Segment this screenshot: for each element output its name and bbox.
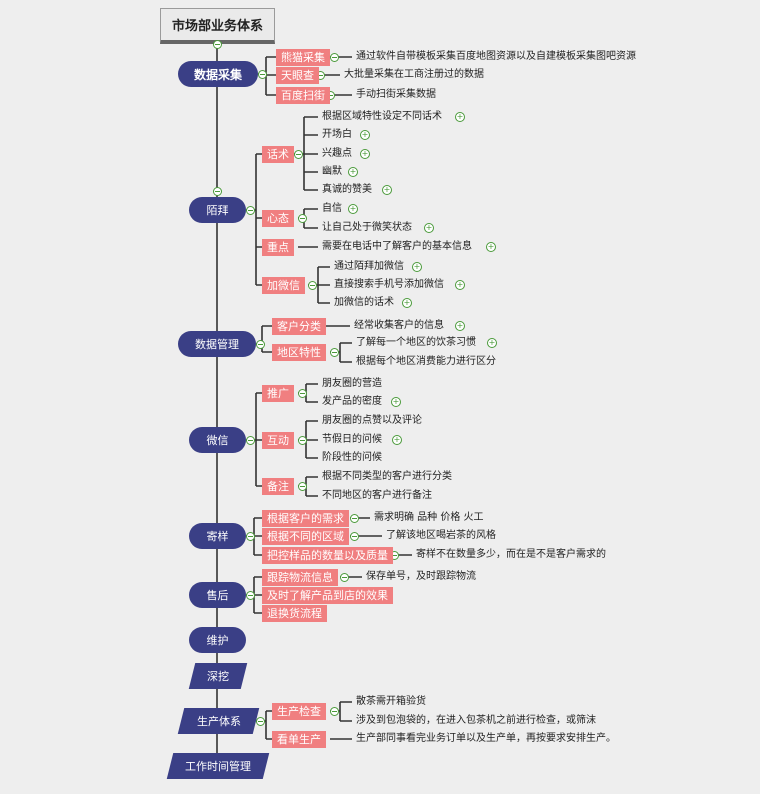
tag-promotion[interactable]: 推广 [262,385,294,402]
tag-return-process[interactable]: 退换货流程 [262,605,327,622]
expand-plus-icon[interactable]: + [402,298,412,308]
collapse-icon[interactable] [213,187,222,196]
leaf-customer-need: 需求明确 品种 价格 火工 [374,512,484,523]
collapse-icon[interactable] [246,436,255,445]
leaf-tianyancha: 大批量采集在工商注册过的数据 [344,69,484,80]
leaf-remark: 根据不同类型的客户进行分类 [322,471,452,482]
collapse-icon[interactable] [330,707,339,716]
collapse-icon[interactable] [246,532,255,541]
expand-plus-icon[interactable]: + [391,397,401,407]
leaf-add-wechat: 加微信的话术 [334,297,394,308]
leaf-customer-classify: 经常收集客户的信息 [354,320,444,331]
expand-plus-icon[interactable]: + [487,338,497,348]
leaf-region-feature: 根据每个地区消费能力进行区分 [356,356,496,367]
collapse-icon[interactable] [298,389,307,398]
tag-remark[interactable]: 备注 [262,478,294,495]
leaf-baidu-street: 手动扫街采集数据 [356,89,436,100]
leaf-mindset: 自信 [322,203,342,214]
topic-wechat[interactable]: 微信 [189,427,246,453]
leaf-promotion: 朋友圈的营造 [322,378,382,389]
collapse-icon[interactable] [340,573,349,582]
leaf-promotion: 发产品的密度 [322,396,382,407]
topic-after-sale[interactable]: 售后 [189,582,246,608]
tag-mindset[interactable]: 心态 [262,210,294,227]
leaf-production-inspect: 散茶需开箱验货 [356,696,426,707]
collapse-icon[interactable] [350,514,359,523]
collapse-icon[interactable] [294,150,303,159]
topic-maintain[interactable]: 维护 [189,627,246,653]
tag-talk[interactable]: 话术 [262,146,294,163]
leaf-focus: 需要在电话中了解客户的基本信息 [322,241,472,252]
leaf-mindset: 让自己处于微笑状态 [322,222,412,233]
root-topic[interactable]: 市场部业务体系 [160,8,275,44]
collapse-icon[interactable] [298,214,307,223]
collapse-icon[interactable] [350,532,359,541]
expand-plus-icon[interactable]: + [455,321,465,331]
collapse-icon[interactable] [246,206,255,215]
topic-data-mgmt[interactable]: 数据管理 [178,331,256,357]
collapse-icon[interactable] [246,591,255,600]
collapse-icon[interactable] [298,436,307,445]
leaf-panda-collect: 通过软件自带模板采集百度地图资源以及自建模板采集图吧资源 [356,51,636,62]
expand-plus-icon[interactable]: + [455,112,465,122]
collapse-icon[interactable] [308,281,317,290]
tag-production-inspect[interactable]: 生产检查 [272,703,326,720]
expand-plus-icon[interactable]: + [348,167,358,177]
tag-product-effect[interactable]: 及时了解产品到店的效果 [262,587,393,604]
leaf-talk: 兴趣点 [322,148,352,159]
tag-tianyancha[interactable]: 天眼查 [276,67,319,84]
tag-sample-quality[interactable]: 把控样品的数量以及质量 [262,547,393,564]
tag-customer-classify[interactable]: 客户分类 [272,318,326,335]
collapse-icon[interactable] [330,53,339,62]
leaf-sample-quality: 寄样不在数量多少，而在是不是客户需求的 [416,549,606,560]
leaf-talk: 根据区域特性设定不同话术 [322,111,442,122]
leaf-interaction: 阶段性的问候 [322,452,382,463]
leaf-production-inspect: 涉及到包泡袋的，在进入包茶机之前进行检查，或筛沫 [356,715,596,726]
collapse-icon[interactable] [298,482,307,491]
root-title: 市场部业务体系 [171,19,263,34]
tag-region-feature[interactable]: 地区特性 [272,344,326,361]
tag-add-wechat[interactable]: 加微信 [262,277,305,294]
collapse-icon[interactable] [330,348,339,357]
collapse-icon[interactable] [256,340,265,349]
expand-plus-icon[interactable]: + [348,204,358,214]
expand-plus-icon[interactable]: + [455,280,465,290]
leaf-remark: 不同地区的客户进行备注 [322,490,432,501]
leaf-region-feature: 了解每一个地区的饮茶习惯 [356,337,476,348]
expand-plus-icon[interactable]: + [392,435,402,445]
tag-panda-collect[interactable]: 熊猫采集 [276,49,330,66]
topic-dig-deep[interactable]: 深挖 [188,663,248,689]
leaf-interaction: 节假日的问候 [322,434,382,445]
tag-track-logistics[interactable]: 跟踪物流信息 [262,569,338,586]
topic-time-mgmt[interactable]: 工作时间管理 [166,753,270,779]
expand-plus-icon[interactable]: + [382,185,392,195]
leaf-add-wechat: 通过陌拜加微信 [334,261,404,272]
leaf-talk: 幽默 [322,166,342,177]
leaf-interaction: 朋友圈的点赞以及评论 [322,415,422,426]
expand-plus-icon[interactable]: + [360,149,370,159]
leaf-talk: 开场白 [322,129,352,140]
expand-plus-icon[interactable]: + [360,130,370,140]
tag-region-diff[interactable]: 根据不同的区域 [262,528,349,545]
leaf-region-diff: 了解该地区喝岩茶的风格 [386,530,496,541]
collapse-icon[interactable] [213,40,222,49]
leaf-order-production: 生产部同事看完业务订单以及生产单，再按要求安排生产。 [356,733,616,744]
leaf-add-wechat: 直接搜索手机号添加微信 [334,279,444,290]
collapse-icon[interactable] [258,70,267,79]
topic-production[interactable]: 生产体系 [177,708,260,734]
topic-sample[interactable]: 寄样 [189,523,246,549]
tag-baidu-street[interactable]: 百度扫街 [276,87,330,104]
expand-plus-icon[interactable]: + [424,223,434,233]
expand-plus-icon[interactable]: + [486,242,496,252]
expand-plus-icon[interactable]: + [412,262,422,272]
topic-visit[interactable]: 陌拜 [189,197,246,223]
leaf-track-logistics: 保存单号，及时跟踪物流 [366,571,476,582]
tag-customer-need[interactable]: 根据客户的需求 [262,510,349,527]
tag-focus[interactable]: 重点 [262,239,294,256]
topic-data-collect[interactable]: 数据采集 [178,61,258,87]
tag-interaction[interactable]: 互动 [262,432,294,449]
tag-order-production[interactable]: 看单生产 [272,731,326,748]
collapse-icon[interactable] [256,717,265,726]
leaf-talk: 真诚的赞美 [322,184,372,195]
